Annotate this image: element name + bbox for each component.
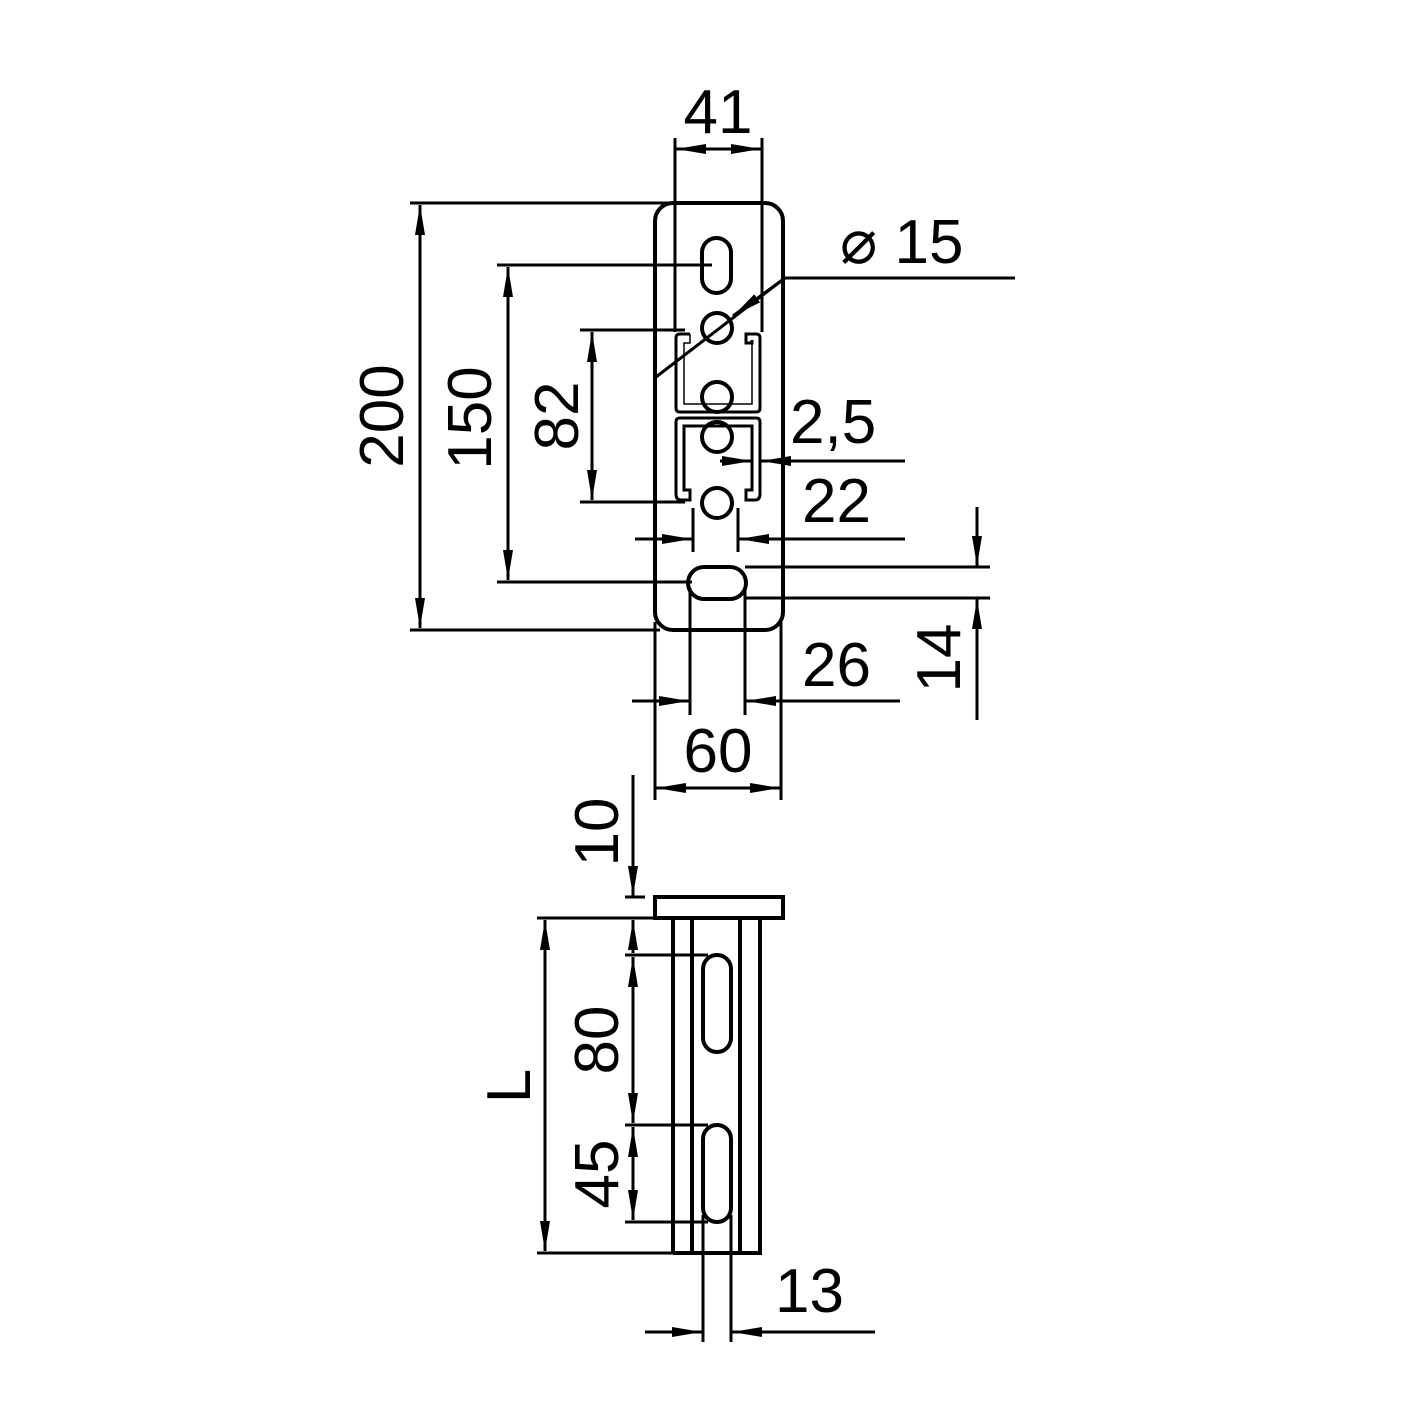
dimension-label-200: 200 [348,364,417,467]
top-view: 41 200 150 82 ⌀ 15 2,5 22 [348,78,1015,800]
dimension-label-diameter-15: ⌀ 15 [840,208,964,277]
dimension-label-L: L [475,1069,544,1103]
dimension-label-82: 82 [523,382,592,451]
base-plate [653,895,785,920]
lower-slot [686,565,748,601]
dimension-label-2-5: 2,5 [790,388,876,457]
dimension-label-45: 45 [563,1140,632,1209]
dimension-label-150: 150 [436,366,505,469]
side-view: 10 L 80 45 13 [475,775,875,1342]
hole [700,380,734,414]
hole [700,486,734,520]
dimension-label-22: 22 [802,467,871,536]
dimension-label-80: 80 [563,1006,632,1075]
channel-profile-lower [674,416,762,502]
dimension-label-60: 60 [684,717,753,786]
hole [700,420,734,454]
bracket-plate [653,201,785,632]
hole [700,311,734,345]
side-slot-upper [701,953,733,1054]
channel-profile-upper [674,332,762,414]
dimension-label-14: 14 [905,624,974,693]
dimension-label-26: 26 [802,631,871,700]
arrow [732,276,786,318]
dimension-label-13: 13 [775,1257,844,1326]
side-slot-lower [701,1123,733,1224]
dimension-label-41: 41 [684,78,753,147]
dimension-label-10: 10 [563,798,632,867]
